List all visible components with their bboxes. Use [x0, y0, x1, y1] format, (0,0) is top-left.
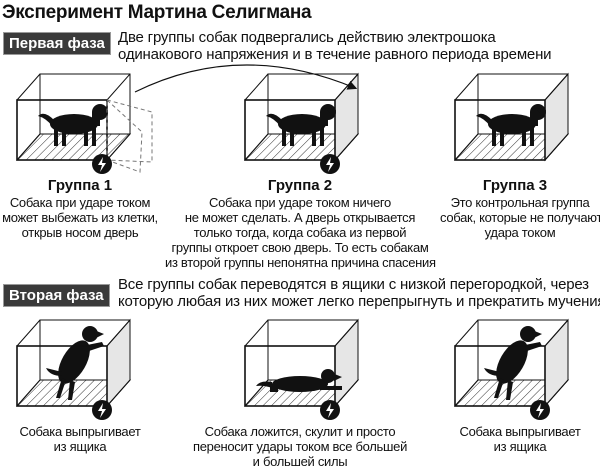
dog-jumping: [46, 326, 104, 400]
desc-line: Собака при ударе током ничего: [209, 195, 391, 210]
page-title: Эксперимент Мартина Селигмана: [2, 2, 312, 23]
dog-standing: [476, 104, 546, 146]
phase1-intro: Две группы собак подвергались действию э…: [118, 29, 552, 63]
lightning-icon: [320, 154, 340, 174]
lightning-icon: [530, 400, 550, 420]
intro-line: Все группы собак переводятся в ящики с н…: [118, 276, 589, 293]
phase2-badge: Вторая фаза: [3, 284, 110, 307]
desc-line: Это контрольная группа: [450, 195, 590, 210]
desc-line: Собака ложится, скулит и просто: [204, 424, 396, 439]
desc-line: из ящика: [493, 439, 547, 454]
cage-group3: [453, 72, 570, 162]
intro-line: Две группы собак подвергались действию э…: [118, 29, 496, 46]
group2-label: Группа 2: [267, 177, 333, 194]
box-result3: [453, 318, 570, 420]
group1-desc: Собака при ударе током может выбежать из…: [0, 195, 160, 240]
phase2-intro: Все группы собак переводятся в ящики с н…: [118, 276, 600, 310]
box-result2: [243, 318, 360, 420]
group3-desc: Это контрольная группа собак, которые не…: [440, 195, 600, 240]
lightning-icon: [92, 154, 112, 174]
group1-label: Группа 1: [47, 177, 113, 194]
desc-line: только тогда, когда собака из первой: [193, 225, 407, 240]
group2-desc: Собака при ударе током ничего не может с…: [165, 195, 436, 270]
lightning-icon: [92, 400, 112, 420]
group3-label: Группа 3: [482, 177, 548, 194]
cage-group1: [15, 73, 153, 174]
desc-line: открыв носом дверь: [21, 225, 139, 240]
desc-line: и большей силы: [252, 454, 348, 469]
phase1-badge: Первая фаза: [3, 32, 111, 55]
dog-standing: [38, 104, 108, 146]
result2-desc: Собака ложится, скулит и просто переноси…: [180, 424, 420, 469]
desc-line: из второй группы непонятна причина спасе…: [165, 255, 436, 270]
dog-standing: [266, 104, 336, 146]
intro-line: которую любая из них может легко перепры…: [118, 293, 600, 310]
result1-desc: Собака выпрыгивает из ящика: [0, 424, 160, 454]
desc-line: может выбежать из клетки,: [2, 210, 158, 225]
cage-group2: [243, 72, 360, 174]
desc-line: удара током: [484, 225, 556, 240]
desc-line: собак, которые не получают: [440, 210, 600, 225]
desc-line: переносит удары током все большей: [192, 439, 408, 454]
intro-line: одинакового напряжения и в течение равно…: [118, 46, 552, 63]
box-result1: [15, 318, 132, 420]
desc-line: не может сделать. А дверь открывается: [184, 210, 416, 225]
result3-desc: Собака выпрыгивает из ящика: [440, 424, 600, 454]
dog-jumping: [484, 326, 542, 400]
desc-line: Собака при ударе током: [9, 195, 151, 210]
desc-line: из ящика: [53, 439, 107, 454]
desc-line: группы откроет свою дверь. То есть собак…: [171, 240, 429, 255]
lightning-icon: [320, 400, 340, 420]
desc-line: Собака выпрыгивает: [19, 424, 141, 439]
desc-line: Собака выпрыгивает: [459, 424, 581, 439]
